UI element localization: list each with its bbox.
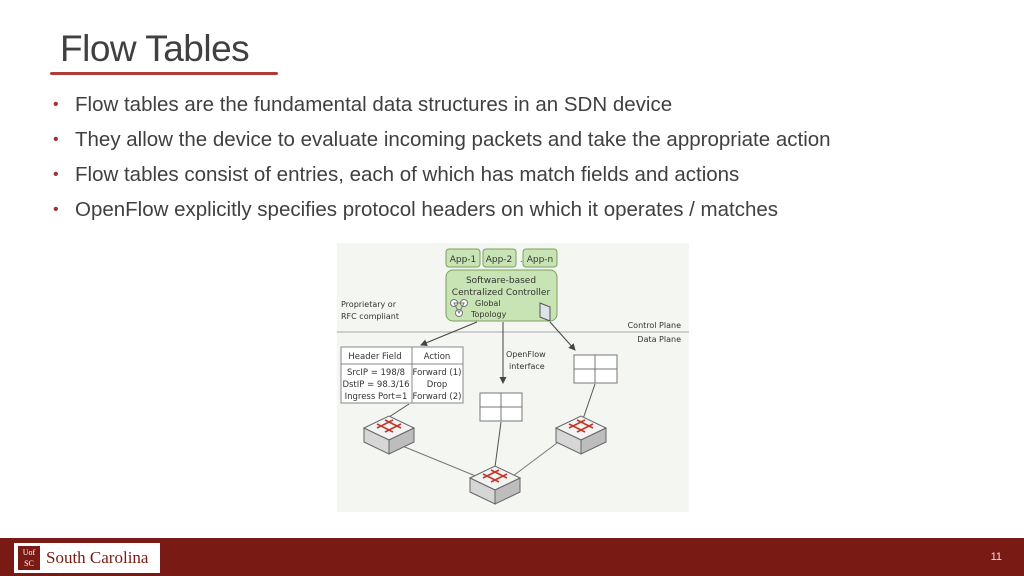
controller-box	[445, 269, 558, 322]
bullet-list: • Flow tables are the fundamental data st…	[50, 92, 831, 232]
controller-label: Software-based	[466, 276, 536, 286]
controller-label: Centralized Controller	[452, 288, 551, 298]
page-number: 11	[990, 551, 1002, 563]
bullet-text: They allow the device to evaluate incomi…	[75, 128, 831, 151]
openflow-label: interface	[509, 362, 545, 371]
app-box: App-n	[522, 248, 558, 268]
app-label: App-1	[450, 255, 477, 265]
app-box: App-1	[445, 248, 481, 268]
bullet-text: Flow tables are the fundamental data str…	[75, 93, 673, 116]
control-plane-label: Control Plane	[628, 321, 681, 330]
proprietary-label: RFC compliant	[341, 312, 399, 321]
flow-table-empty	[573, 354, 618, 384]
bullet-item: • They allow the device to evaluate incom…	[50, 127, 831, 162]
flow-table: Header Field Action SrcIP = 198/8 Forwar…	[340, 346, 464, 404]
bullet-item: • OpenFlow explicitly specifies protocol …	[50, 197, 831, 232]
topology-icon	[450, 299, 468, 317]
switch-icon	[469, 465, 521, 505]
table-cell: Forward (1)	[413, 368, 462, 378]
title-underline	[50, 72, 278, 75]
sdn-diagram-svg: App-1 App-2 ... App-n Software-based Cen…	[337, 248, 689, 505]
logo-text: South Carolina	[46, 548, 149, 567]
bullet-icon: •	[53, 96, 59, 113]
table-cell: SrcIP = 198/8	[347, 368, 405, 378]
table-cell: Ingress Port=1	[345, 392, 408, 402]
app-label: App-n	[527, 255, 554, 265]
bullet-item: • Flow tables are the fundamental data st…	[50, 92, 831, 127]
table-header: Action	[424, 352, 451, 362]
switch-icon	[555, 415, 607, 455]
bullet-icon: •	[53, 166, 59, 183]
proprietary-label: Proprietary or	[341, 300, 397, 309]
app-box: App-2	[482, 248, 517, 268]
bullet-item: • Flow tables consist of entries, each of…	[50, 162, 831, 197]
topology-label: Topology	[470, 310, 507, 319]
bullet-text: Flow tables consist of entries, each of …	[75, 163, 740, 186]
flow-table-empty	[479, 392, 523, 422]
slide-title: Flow Tables	[60, 28, 250, 69]
sdn-diagram: App-1 App-2 ... App-n Software-based Cen…	[337, 243, 689, 512]
table-cell: Forward (2)	[413, 392, 462, 402]
switch-icon	[363, 415, 415, 455]
table-header: Header Field	[348, 352, 401, 362]
table-cell: Drop	[427, 380, 447, 390]
footer-bar	[0, 538, 1024, 576]
data-plane-label: Data Plane	[637, 335, 681, 344]
bullet-icon: •	[53, 201, 59, 218]
monitor-icon	[539, 302, 551, 322]
openflow-label: OpenFlow	[506, 350, 546, 359]
table-cell: DstIP = 98.3/16	[342, 380, 409, 390]
app-label: App-2	[486, 255, 513, 265]
bullet-text: OpenFlow explicitly specifies protocol h…	[75, 198, 779, 221]
bullet-icon: •	[53, 131, 59, 148]
topology-label: Global	[475, 299, 501, 308]
